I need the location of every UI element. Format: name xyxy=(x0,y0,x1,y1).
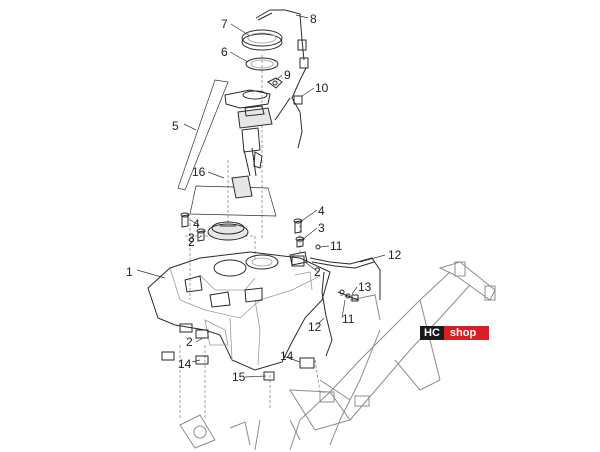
callout-9: 9 xyxy=(284,68,291,82)
ring-nut xyxy=(241,29,283,51)
fuel-pipe xyxy=(255,9,309,69)
callout-11-lower: 11 xyxy=(342,312,355,326)
callout-8: 8 xyxy=(310,12,317,26)
callout-16: 16 xyxy=(192,165,206,179)
callout-12-lower: 12 xyxy=(308,320,322,334)
callout-labels: 1 2 2 2 3 3 4 4 5 6 7 8 9 10 11 11 12 12… xyxy=(126,12,402,384)
callout-2-left: 2 xyxy=(186,335,193,349)
callout-4-left: 4 xyxy=(193,217,200,231)
callout-3-left: 3 xyxy=(188,231,195,245)
callout-4-right: 4 xyxy=(318,204,325,218)
breather-hose xyxy=(274,67,307,149)
brand-badge-shop: shop xyxy=(443,326,489,340)
fuel-pump xyxy=(224,89,273,199)
brand-badge: HC shop xyxy=(420,326,489,340)
gasket xyxy=(245,57,279,71)
callout-14-right: 14 xyxy=(280,349,294,363)
leader-lines xyxy=(136,14,386,378)
callout-10: 10 xyxy=(315,81,329,95)
pump-assembly-bracket xyxy=(177,79,277,217)
filler-cap xyxy=(207,221,249,241)
brand-badge-hc: HC xyxy=(420,326,444,340)
fuel-tank xyxy=(147,251,331,371)
callout-11-upper: 11 xyxy=(330,239,343,253)
callout-5: 5 xyxy=(172,119,179,133)
fuel-hoses xyxy=(309,257,381,357)
callout-15: 15 xyxy=(232,370,246,384)
callout-6: 6 xyxy=(221,45,228,59)
frame-structure xyxy=(179,261,496,451)
callout-12-upper: 12 xyxy=(388,248,402,262)
callout-13: 13 xyxy=(358,280,372,294)
screws-right xyxy=(293,218,305,248)
callout-1: 1 xyxy=(126,265,133,279)
clamp xyxy=(267,77,283,89)
callout-2-right: 2 xyxy=(314,265,321,279)
callout-3-right: 3 xyxy=(318,221,325,235)
callout-7: 7 xyxy=(221,17,228,31)
screws-left xyxy=(180,212,206,242)
callout-2-filler: 2 xyxy=(188,235,195,249)
callout-14-left: 14 xyxy=(178,357,192,371)
